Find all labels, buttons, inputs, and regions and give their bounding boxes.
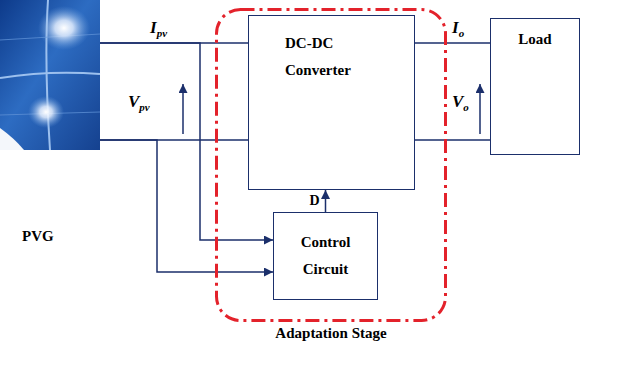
pv-panel-corner bbox=[0, 128, 24, 150]
box-label: DC-DC Converter bbox=[285, 30, 377, 84]
voltage-arrow bbox=[479, 84, 481, 134]
box-label: Load bbox=[491, 29, 579, 49]
converter-box: DC-DC Converter bbox=[248, 15, 415, 190]
wire bbox=[325, 190, 327, 212]
signal-name: Vpv bbox=[128, 92, 150, 117]
pv-glare bbox=[28, 96, 64, 128]
dash-dot-outline bbox=[217, 10, 446, 321]
node-heading: Adaptation Stage bbox=[275, 324, 387, 343]
node-heading: PVG bbox=[0, 226, 100, 246]
wire-connector bbox=[415, 43, 490, 140]
wire bbox=[415, 42, 490, 44]
pv-cell-gap bbox=[0, 73, 100, 78]
signal-name: Ipv bbox=[150, 18, 167, 43]
load-box: Load bbox=[490, 18, 580, 155]
pv-generator: PVG bbox=[0, 0, 100, 250]
box-label: Control Circuit bbox=[289, 229, 363, 283]
duty-signal-label: D bbox=[309, 193, 321, 209]
wire-connector bbox=[100, 43, 248, 140]
adaptation-region: Adaptation StageDC-DC ConverterControl C… bbox=[215, 8, 447, 322]
pv-panel-surface bbox=[0, 0, 100, 150]
wire bbox=[415, 139, 490, 141]
wire-connector bbox=[325, 190, 326, 212]
control-box: Control Circuit bbox=[273, 212, 378, 300]
pv-glare bbox=[38, 6, 90, 50]
voltage-arrow bbox=[182, 84, 184, 134]
pv-panel-picture bbox=[0, 0, 100, 150]
signal-name: Io bbox=[452, 18, 464, 43]
signal-name: Vo bbox=[452, 92, 469, 117]
